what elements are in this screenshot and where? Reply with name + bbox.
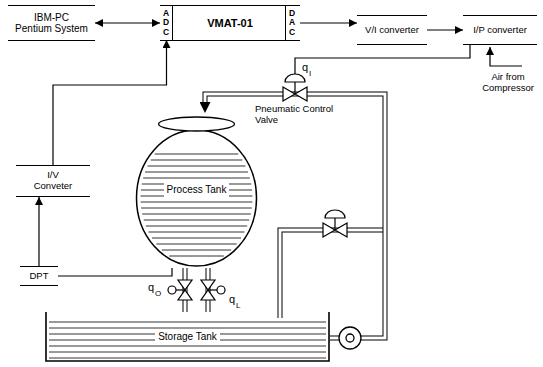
- signal-line: [58, 268, 172, 276]
- liquid-stripe: [146, 226, 247, 227]
- liquid-stripe: [142, 214, 251, 215]
- liquid-stripe: [143, 178, 250, 179]
- pneumatic-control-valve: [283, 74, 307, 101]
- liquid-stripe: [156, 244, 236, 245]
- signal-line: [427, 29, 463, 30]
- signal-line: [53, 40, 167, 165]
- liquid-stripe: [149, 232, 245, 233]
- outlet-valve: [168, 280, 192, 300]
- signal-connector: [39, 197, 40, 266]
- water-stripe: [49, 346, 326, 347]
- liquid-stripe: [169, 256, 224, 257]
- node-text: V/I converter: [365, 25, 419, 36]
- storage-tank: Storage Tank: [45, 312, 330, 362]
- node-text: I/V Conveter: [31, 170, 76, 192]
- node-text: DAC: [288, 9, 297, 37]
- liquid-stripe: [162, 250, 231, 251]
- daq-card-box: ADC DAC VMAT-01: [160, 5, 300, 41]
- bypass-control-valve: [323, 210, 347, 237]
- converter-box: I/P converter: [463, 15, 537, 45]
- node-text: ADC: [162, 9, 171, 37]
- signal-connector: [298, 23, 357, 24]
- liquid-stripe: [151, 160, 243, 161]
- node-text: IBM-PC Pentium System: [15, 12, 89, 35]
- pump-symbol: [339, 327, 361, 349]
- converter-box: V/I converter: [357, 15, 427, 45]
- node-text: Storage Tank: [155, 330, 220, 344]
- node-text: I/P converter: [473, 25, 527, 36]
- signal-line: [298, 22, 357, 23]
- bypass-pipe-wall: [280, 230, 385, 318]
- liquid-stripe: [141, 208, 252, 209]
- signal-line: [95, 22, 160, 23]
- computer-box: IBM-PC Pentium System: [8, 5, 95, 41]
- flow-symbol: q: [148, 281, 154, 294]
- signal-line: [38, 197, 39, 266]
- flow-symbol: q: [302, 61, 308, 74]
- liquid-stripe: [141, 202, 253, 203]
- process-tank: Process Tank: [135, 112, 258, 268]
- converter-box: I/V Conveter: [16, 165, 90, 197]
- air-supply-label: Air from Compressor: [478, 72, 538, 94]
- liquid-stripe: [144, 220, 250, 221]
- flow-symbol: q: [229, 293, 235, 306]
- storage-walls: [46, 312, 329, 361]
- node-text: Process Tank: [164, 183, 230, 197]
- tank-lid: [159, 117, 235, 131]
- air-supply-line: [490, 47, 522, 66]
- liquid-stripe: [145, 172, 248, 173]
- flow-subscript: O: [155, 289, 161, 298]
- water-stripe: [49, 328, 326, 329]
- pneumatic-signal-line: [295, 45, 470, 74]
- bypass-pipe: [280, 230, 385, 318]
- signal-connector: [58, 268, 172, 276]
- signal-connector: [53, 40, 167, 165]
- transmitter-box: DPT: [20, 266, 58, 286]
- dac-section: DAC: [285, 6, 298, 40]
- water-stripe: [49, 358, 326, 359]
- adc-section: ADC: [160, 6, 173, 40]
- flow-subscript: I: [309, 69, 311, 78]
- water-stripe: [49, 352, 326, 353]
- node-text: DPT: [30, 271, 49, 282]
- liquid-stripe: [155, 154, 238, 155]
- signal-connector: [427, 30, 463, 31]
- water-stripe: [49, 322, 326, 323]
- liquid-stripe: [148, 166, 246, 167]
- signal-connector: [95, 23, 160, 24]
- flow-subscript: L: [236, 301, 240, 310]
- bypass-pipe-bore: [280, 230, 385, 318]
- tank-body: [137, 130, 257, 266]
- liquid-stripe: [152, 238, 241, 239]
- valve-label: Pneumatic Control Valve: [255, 104, 341, 126]
- node-text: VMAT-01: [207, 17, 253, 30]
- leak-valve: [201, 280, 225, 300]
